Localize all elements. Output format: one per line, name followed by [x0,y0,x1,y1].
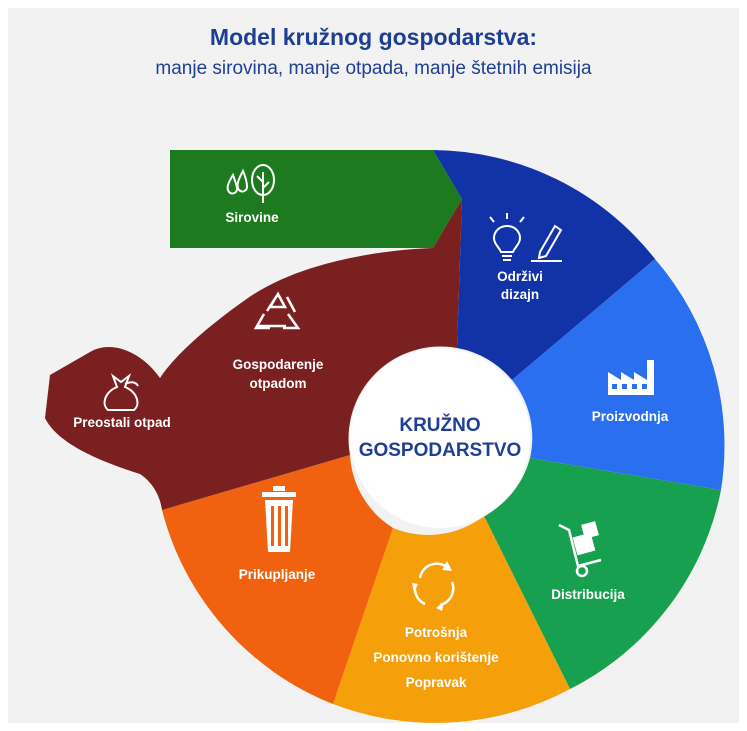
dizajn-label-line1: Održivi [497,269,543,284]
lightbulb-pencil-icon [489,213,563,262]
waste-bag-icon [103,373,139,411]
center-label-line2: GOSPODARSTVO [359,440,522,461]
center-circle [350,348,530,528]
circular-arrows-icon [412,561,455,611]
prikupljanje-label: Prikupljanje [239,567,316,582]
segment-gospodarenje-otpadom [45,199,462,510]
diagram-title: Model kružnog gospodarstva: [209,24,538,50]
factory-icon [608,360,654,395]
segment-distribucija [484,458,721,689]
trash-bin-icon [262,486,296,552]
distribucija-label: Distribucija [551,587,625,602]
recycle-icon [253,291,301,330]
potrosnja-label-line1: Potrošnja [405,625,468,640]
drops-tree-icon [226,164,275,203]
proizvodnja-label: Proizvodnja [592,409,669,424]
segment-potrosnja [333,516,570,723]
dizajn-label-line2: dizajn [501,287,539,302]
sirovine-label: Sirovine [225,210,279,225]
segment-proizvodnja [512,259,725,490]
segment-sirovine [170,150,462,248]
potrosnja-label-line2: Ponovno korištenje [373,650,499,665]
hand-truck-icon [558,521,602,578]
segment-odrzivi-dizajn [433,150,655,380]
preostali-otpad-label: Preostali otpad [73,415,171,430]
center-label-line1: KRUŽNO [399,414,480,436]
potrosnja-label-line3: Popravak [406,675,467,690]
segment-prikupljanje [162,455,393,704]
gospodarenje-label-line1: Gospodarenje [233,357,324,372]
gospodarenje-label-line2: otpadom [250,376,307,391]
diagram-subtitle: manje sirovina, manje otpada, manje štet… [155,58,592,79]
